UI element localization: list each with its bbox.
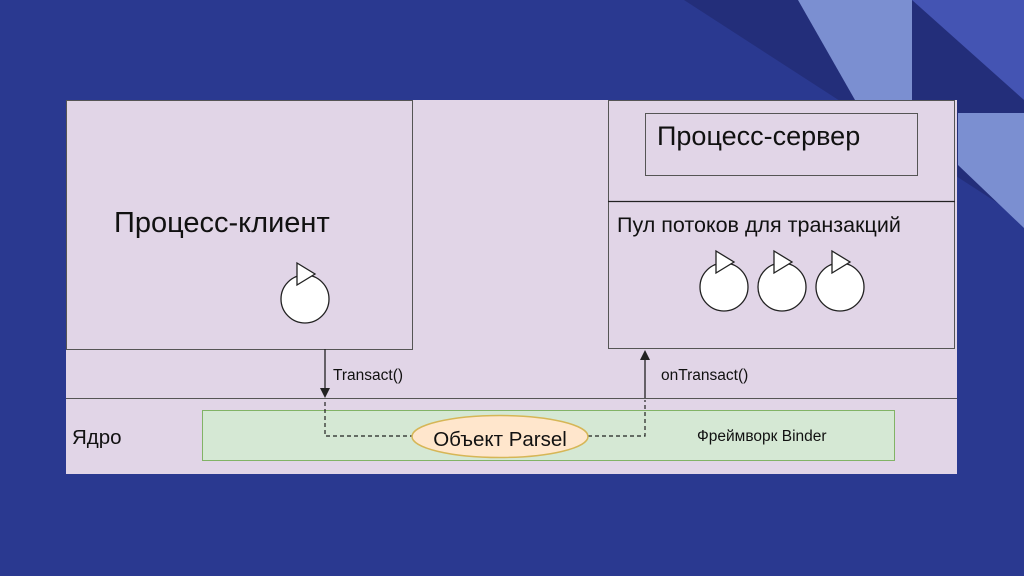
server-process-label: Процесс-сервер bbox=[657, 121, 861, 151]
client-thread-icon bbox=[280, 261, 330, 324]
server-process-box bbox=[608, 100, 955, 349]
deco-mid-triangle bbox=[912, 0, 1024, 100]
server-title-box bbox=[645, 113, 918, 176]
parcel-path-left bbox=[324, 402, 412, 437]
parcel-ellipse bbox=[411, 414, 589, 459]
pool-thread-icon bbox=[757, 249, 807, 312]
transact-label: Transact() bbox=[333, 367, 404, 384]
thread-pool-label: Пул потоков для транзакций bbox=[617, 213, 901, 237]
kernel-label: Ядро bbox=[72, 426, 122, 449]
client-process-label: Процесс-клиент bbox=[114, 207, 330, 239]
binder-framework-label: Фреймворк Binder bbox=[697, 428, 827, 445]
on-transact-label: onTransact() bbox=[661, 367, 749, 384]
parcel-path-right bbox=[588, 400, 646, 437]
thread-icons bbox=[280, 249, 865, 324]
parcel-object-label: Объект Parsel bbox=[433, 427, 567, 451]
deco-light-triangle-top bbox=[798, 0, 912, 100]
pool-thread-icon bbox=[699, 249, 749, 312]
client-process-box bbox=[66, 100, 413, 350]
deco-light-triangle-right bbox=[958, 113, 1024, 228]
pool-thread-icon bbox=[815, 249, 865, 312]
